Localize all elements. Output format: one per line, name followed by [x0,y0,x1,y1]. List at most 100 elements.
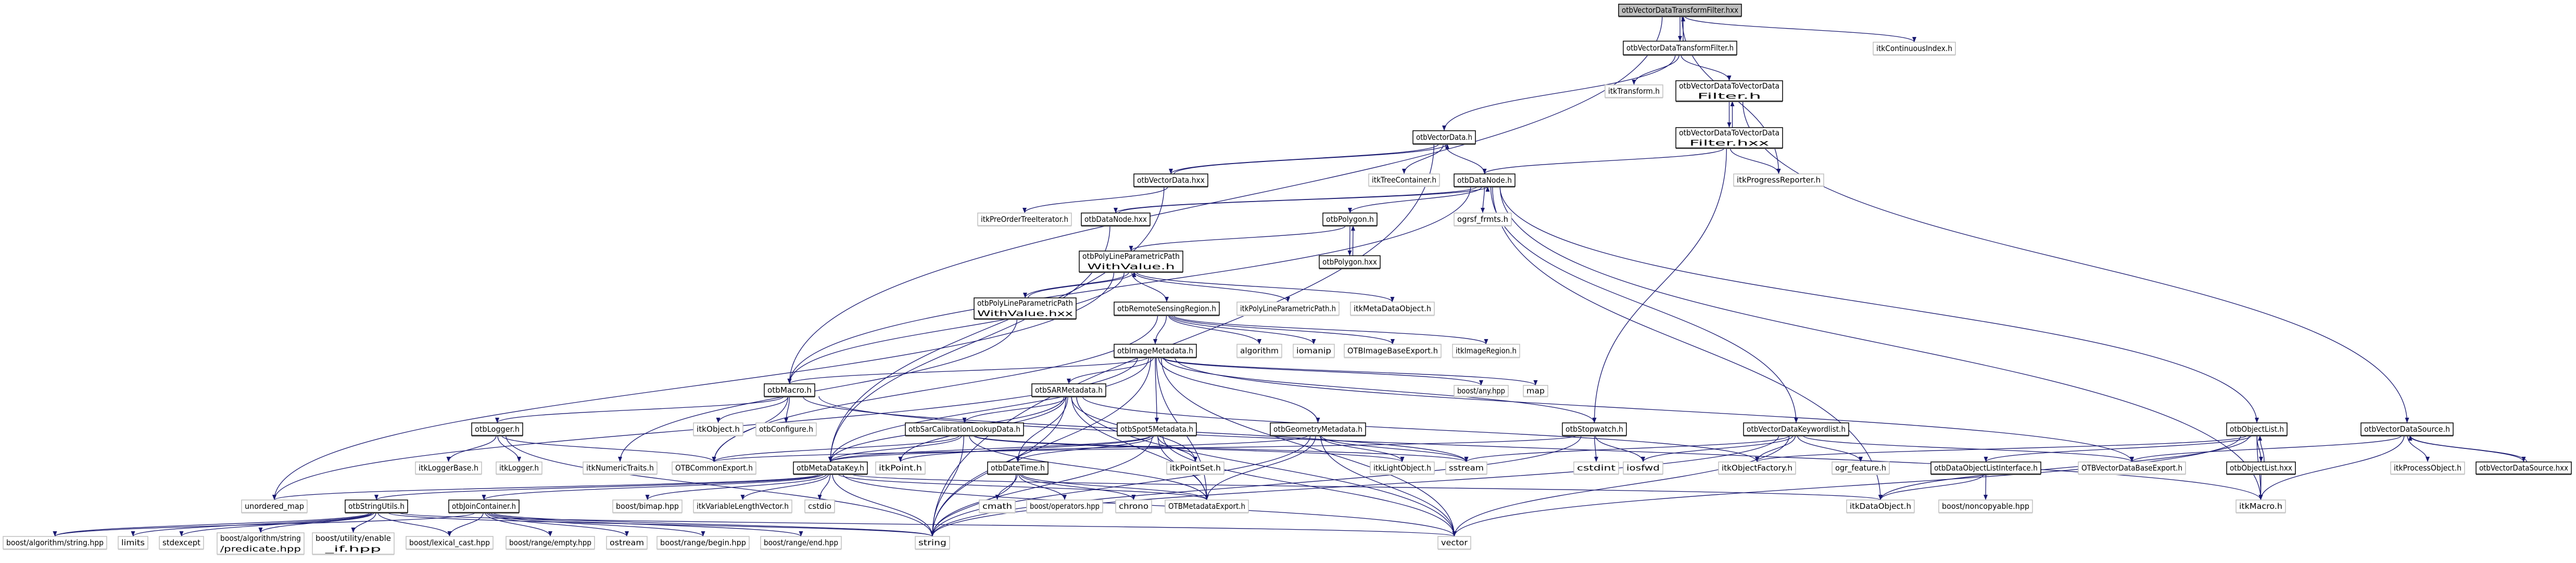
node-label: sstream [1449,464,1484,473]
node-otbdatetime-h[interactable]: otbDateTime.h [987,461,1049,475]
node-otbconfigure-h: otbConfigure.h [755,422,817,436]
node-otbspot5metadata-h[interactable]: otbSpot5Metadata.h [1117,422,1197,436]
node-cstdint: cstdint [1573,461,1619,475]
node-otbvectordatasource-hxx[interactable]: otbVectorDataSource.hxx [2476,461,2572,475]
edge-dolisti-to-dataobj [1878,473,1985,501]
node-ostream: ostream [606,536,648,550]
node-cmath: cmath [979,499,1016,514]
node-itkvariablelengthvector-h: itkVariableLengthVector.h [693,499,792,514]
node-otbdataobjectlistinterface-h[interactable]: otbDataObjectListInterface.h [1930,461,2041,475]
node-boost-operators-hpp: boost/operators.hpp [1026,499,1103,514]
edge-sarcal-to-mdkey [828,435,962,462]
node-box [1081,212,1151,226]
node-label: otbGeometryMetadata.h [1273,424,1362,434]
node-label: boost/utility/enable [315,533,391,543]
node-label: otbDataObjectListInterface.h [1934,464,2038,473]
node-box [1743,422,1849,436]
node-boost-any-hpp: boost/any.hpp [1454,385,1509,397]
node-label: itkMetaDataObject.h [1354,304,1431,314]
edge-geommeta-to-mdkey [828,435,1309,462]
node-otbimagemetadata-h[interactable]: otbImageMetadata.h [1114,344,1197,358]
edge-geommeta-to-sstream [1320,435,1469,462]
edge-dnh-to-objlisth [1499,186,2259,423]
node-otbjoincontainer-h[interactable]: otbJoinContainer.h [448,499,520,514]
node-itklogger-h: itkLogger.h [496,461,542,475]
edge-imgmeta-to-map [1162,357,1538,386]
node-label: otbPolygon.h [1326,215,1374,224]
node-otbobjectlist-h[interactable]: otbObjectList.h [2226,422,2288,436]
node-label: itkNumericTraits.h [586,464,654,473]
node-label: otbDateTime.h [991,464,1045,473]
node-vector: vector [1437,536,1471,550]
node-label: itkPointSet.h [1170,464,1221,473]
node-label: boost/range/end.hpp [764,538,838,547]
node-label: stdexcept [162,538,200,547]
node-label: OTBMetadataExport.h [1168,502,1245,511]
node-otbmetadatakey-h[interactable]: otbMetaDataKey.h [793,461,868,475]
node-boost-algorithm-string-predicate-hpp: boost/algorithm/string/predicate.hpp [217,532,305,555]
node-otbvectordata-h[interactable]: otbVectorData.h [1412,130,1476,145]
edge-sarmeta-to-sarcal [962,396,1067,423]
node-label: otbDataNode.hxx [1084,215,1147,224]
node-otblogger-h[interactable]: otbLogger.h [471,422,523,436]
node-label: itkVariableLengthVector.h [697,502,789,511]
edge-sarcal-to-lightobj [973,435,1405,462]
edge-vdkwl-to-ogrfeature [1797,435,1863,462]
edge-macro-to-logger [495,396,784,423]
node-label: ogrsf_frmts.h [1457,215,1508,224]
node-map: map [1523,385,1548,397]
node-boost-lexical-cast-hpp: boost/lexical_cast.hpp [406,536,494,550]
node-otbvectordatasource-h[interactable]: otbVectorDataSource.h [2360,422,2454,436]
node-otbvectordatatransformfilter-h[interactable]: otbVectorDataTransformFilter.h [1623,41,1737,56]
node-label: /predicate.hpp [220,544,301,554]
node-otbobjectlist-hxx[interactable]: otbObjectList.hxx [2226,461,2296,475]
node-label: otbObjectList.hxx [2230,464,2292,473]
node-otbremotesensingregion-h[interactable]: otbRemoteSensingRegion.h [1114,302,1220,316]
node-itkpolylineparametricpath-h: itkPolyLineParametricPath.h [1236,302,1340,316]
node-box [1079,251,1183,272]
edge-plppwvh-to-macro [787,271,1125,384]
node-otbstringutils-h[interactable]: otbStringUtils.h [345,499,408,514]
node-itkpointset-h: itkPointSet.h [1166,461,1224,475]
edge-dnh-to-itkmacro [1499,186,2263,501]
node-otbvectordatakeywordlist-h[interactable]: otbVectorDataKeywordlist.h [1743,422,1849,436]
node-box [506,536,595,549]
node-label: iosfwd [1626,464,1660,473]
node-otbpolygon-hxx[interactable]: otbPolygon.hxx [1319,255,1381,269]
edge-vdhxx-to-mdkey [828,186,1165,462]
node-label: boost/range/begin.hpp [660,538,746,547]
node-label: otbMacro.h [767,385,812,395]
edge-imgmeta-to-vdbaseexp [1174,357,2134,462]
node-label: itkTreeContainer.h [1372,176,1436,185]
node-otbsarcalibrationlookupdata-h[interactable]: otbSarCalibrationLookupData.h [905,422,1024,436]
node-otbmacro-h[interactable]: otbMacro.h [764,383,815,397]
node-box [1938,499,2033,513]
node-otbgeometrymetadata-h[interactable]: otbGeometryMetadata.h [1270,422,1366,436]
edge-datetime-to-operators [1018,473,1067,501]
node-otbdatanode-h[interactable]: otbDataNode.h [1454,173,1516,187]
edge-plppwvhxx-to-plppwvh [1028,271,1137,298]
node-itklightobject-h: itkLightObject.h [1370,461,1435,475]
edge-joincont-to-rangeend [490,512,803,537]
node-label: otbImageMetadata.h [1117,346,1193,356]
node-box [1344,344,1442,358]
edge-dnh-to-polyh [1348,186,1482,214]
node-otbvectordatatransformfilter-hxx[interactable]: otbVectorDataTransformFilter.hxx [1618,4,1742,17]
node-otbstopwatch-h[interactable]: otbStopwatch.h [1562,422,1627,436]
node-string: string [915,536,950,550]
node-box [1623,41,1737,55]
edge-stopwatch-to-string [930,435,1582,537]
node-otbvectordata-hxx[interactable]: otbVectorData.hxx [1133,173,1208,187]
node-label: Filter.hxx [1689,138,1769,147]
node-box [1117,422,1197,436]
node-label: itkObject.h [697,424,740,434]
node-otbsarmetadata-h[interactable]: otbSARMetadata.h [1031,383,1106,397]
node-label: limits [121,538,145,547]
node-otbdatanode-hxx[interactable]: otbDataNode.hxx [1081,212,1151,227]
node-unordered-map: unordered_map [241,499,308,514]
node-otbpolygon-h[interactable]: otbPolygon.h [1322,212,1378,227]
